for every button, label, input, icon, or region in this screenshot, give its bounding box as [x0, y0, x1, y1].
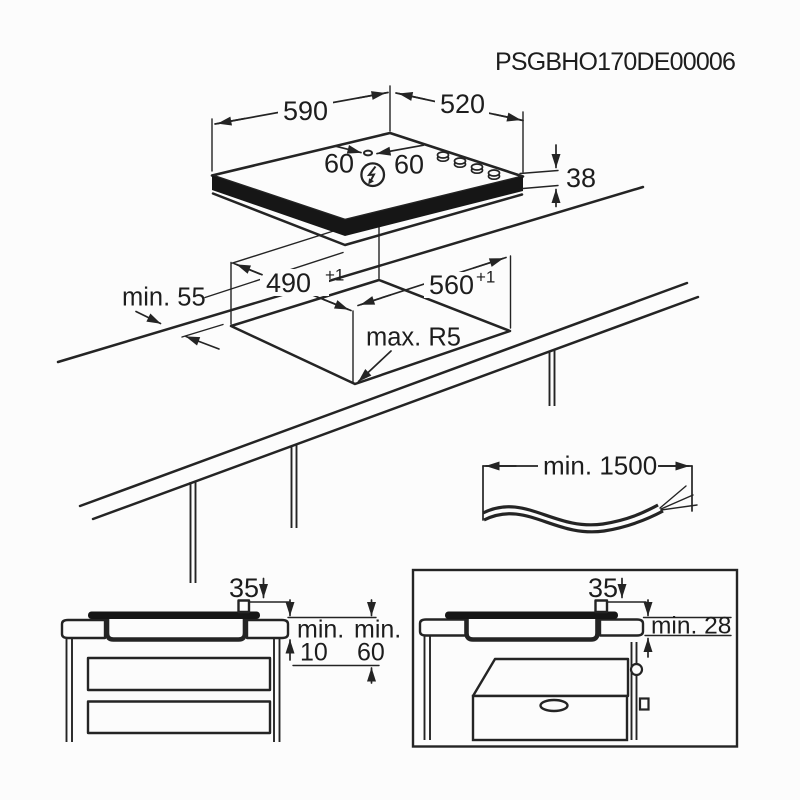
power-cable-view: min. 1500 [482, 451, 698, 534]
worktop-front-bottom-edge [91, 295, 700, 521]
oven-section-view: 35 min. 28 [411, 568, 739, 748]
page-title: PSGBHO170DE00006 [495, 48, 735, 76]
dim-cutout-depth: 490 [266, 268, 311, 298]
cutout-extension-lines [181, 224, 512, 384]
drawer-front-lower [86, 700, 272, 735]
hob-bottom-edge [211, 192, 524, 247]
worktop-section-left-b [418, 618, 468, 637]
dim-cutout-width-tolerance: +1 [476, 268, 495, 287]
fixing-bracket-b [594, 599, 609, 614]
fixing-bracket [237, 599, 251, 614]
hob-control-knobs [436, 151, 501, 181]
worktop-front-edge [78, 281, 689, 508]
dim-cutout-depth-tolerance: +1 [325, 266, 344, 285]
dim-gap-value-2: 60 [357, 639, 385, 667]
hob-isometric-view: 60 60 590 520 38 [210, 85, 596, 247]
dim-gap-label-2: min. [354, 616, 401, 644]
dim-gap-label-1: min. [297, 616, 344, 644]
dim-bracket-b: 35 [588, 573, 618, 603]
oven [471, 657, 630, 742]
worktop-cutout-view: 490 +1 560 +1 min. 55 max. R5 [56, 185, 700, 583]
worktop-section-right [245, 618, 290, 640]
worktop-section-right-b [598, 618, 645, 637]
hob-pan-section-b [464, 616, 600, 642]
section-frame [411, 568, 739, 748]
cabinet-sides [65, 638, 281, 742]
drawer-front-upper [86, 656, 272, 692]
oven-side-screw [629, 662, 644, 677]
power-cable [482, 485, 698, 534]
worktop-section-left [60, 618, 107, 640]
oven-door-handle [539, 698, 569, 713]
hob-extension-lines [211, 85, 559, 190]
dim-bracket-a: 35 [229, 573, 259, 603]
lightning-bolt-icon [360, 162, 386, 188]
cable-entry-point [363, 149, 373, 157]
dim-gap-value-1: 10 [300, 639, 328, 667]
hob-pan-section [104, 616, 248, 642]
worktop-cutout-hole [229, 278, 512, 386]
dim-hob-width: 590 [283, 96, 328, 126]
dim-hob-height: 38 [566, 163, 596, 193]
dim-corner-radius: max. R5 [366, 324, 461, 352]
dim-cutout-width: 560 [429, 270, 474, 300]
cabinet-section-view: 35 min. 10 min. 60 [60, 573, 401, 742]
dim-edge-clearance: min. 55 [122, 284, 206, 312]
dim-cable-offset-left: 60 [324, 149, 354, 179]
hob-glass-section-b [445, 611, 618, 619]
hob-glass-section [88, 611, 260, 619]
cutout-dimension-arrows [135, 257, 504, 383]
oven-side-knob [638, 697, 650, 711]
dim-cable-length: min. 1500 [543, 451, 657, 481]
worktop-back-edge [56, 185, 645, 364]
cabinet-front-edges [189, 350, 556, 583]
dim-oven-clearance: min. 28 [651, 613, 731, 640]
dim-hob-depth: 520 [440, 89, 485, 119]
hob-side-band [212, 175, 523, 236]
dim-cable-offset-right: 60 [394, 150, 424, 180]
